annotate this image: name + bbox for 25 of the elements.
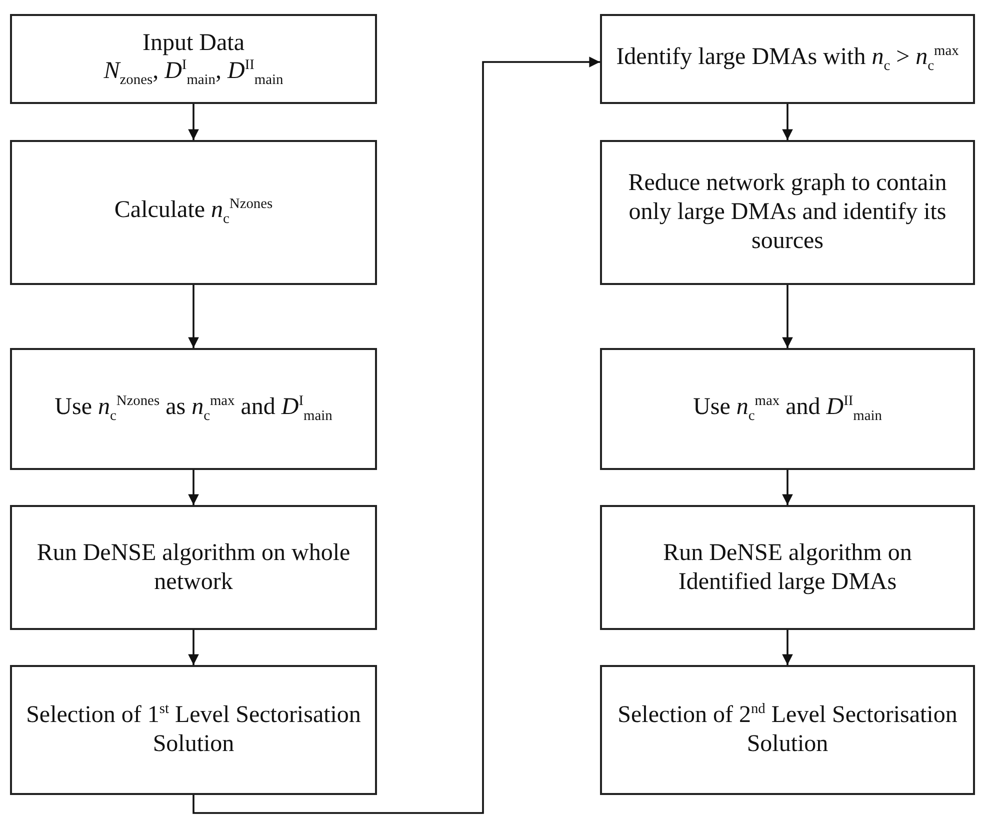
arrow — [188, 104, 199, 140]
box-text: Run DeNSE algorithm on Identified large DMAs — [662, 538, 913, 596]
box-text: Reduce network graph to contain only large DMAs and identify its sources — [627, 169, 948, 256]
process-box — [600, 14, 975, 104]
arrow — [188, 630, 199, 665]
process-box — [10, 348, 377, 470]
arrow — [782, 630, 793, 665]
box-heading: Input Data — [142, 28, 244, 58]
arrow — [782, 104, 793, 140]
arrow — [192, 56, 600, 814]
process-box — [600, 665, 975, 795]
process-box — [10, 14, 377, 104]
arrow — [782, 285, 793, 348]
process-box — [10, 505, 377, 630]
process-box — [600, 348, 975, 470]
arrow — [188, 470, 199, 505]
box-text: Selection of 1$^{st}$ Level Sectorisation Solution — [26, 701, 361, 759]
process-box — [10, 665, 377, 795]
box-text: Run DeNSE algorithm on whole network — [36, 538, 352, 596]
process-box — [600, 505, 975, 630]
arrow — [188, 285, 199, 348]
process-box — [600, 140, 975, 285]
process-box — [10, 140, 377, 285]
arrow — [782, 470, 793, 505]
box-text: Selection of 2$^{nd}$ Level Sectorisation Solution — [616, 701, 958, 759]
